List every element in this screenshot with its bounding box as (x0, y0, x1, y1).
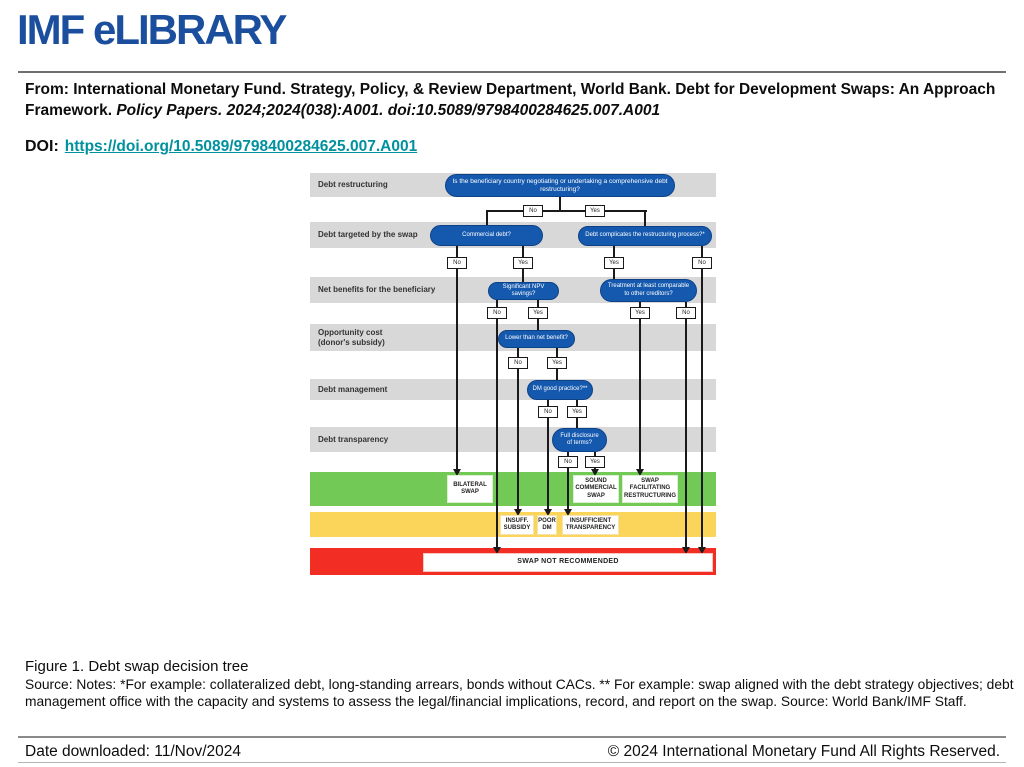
connector-line (487, 210, 647, 212)
row-label: Net benefits for the beneficiary (318, 285, 436, 294)
answer-yes: Yes (513, 257, 533, 269)
answer-yes: Yes (604, 257, 624, 269)
bottom-divider (18, 762, 1006, 763)
footer-divider (18, 736, 1006, 738)
band-debt-management: Debt management (310, 379, 716, 400)
citation: From: International Monetary Fund. Strat… (25, 79, 1017, 122)
row-label: Debt restructuring (318, 180, 388, 189)
arrow-down-icon (514, 509, 522, 516)
node-treatment-comparable: Treatment at least comparable to other c… (600, 279, 697, 302)
connector-line (486, 210, 488, 226)
band-debt-transparency: Debt transparency (310, 427, 716, 452)
arrow-down-icon (698, 547, 706, 554)
connector-line (547, 400, 549, 511)
connector-line (685, 302, 687, 549)
connector-line (567, 452, 569, 511)
outcome-sound-commercial-swap: SOUND COMMERCIAL SWAP (573, 475, 619, 503)
doi-link[interactable]: https://doi.org/10.5089/9798400284625.00… (64, 138, 418, 155)
outcome-poor-dm: POOR DM (537, 515, 557, 535)
outcome-insufficient-transparency: INSUFFICIENT TRANSPARENCY (562, 515, 619, 535)
node-debt-restructuring-question: Is the beneficiary country negotiating o… (445, 174, 675, 197)
node-lower-than-net-benefit: Lower than net benefit? (498, 330, 575, 348)
answer-no: No (523, 205, 543, 217)
citation-source-italic: Policy Papers. 2024;2024(038):A001. doi:… (116, 102, 661, 120)
outcome-insufficient-subsidy: INSUFF. SUBSIDY (500, 515, 534, 535)
row-label: Opportunity cost (donor's subsidy) (318, 327, 385, 347)
answer-no: No (447, 257, 467, 269)
answer-no: No (692, 257, 712, 269)
row-label: Debt transparency (318, 434, 389, 444)
outcome-swap-not-recommended: SWAP NOT RECOMMENDED (423, 553, 713, 572)
figure-caption: Figure 1. Debt swap decision tree (25, 658, 249, 675)
node-npv-savings: Significant NPV savings? (488, 282, 559, 300)
connector-line (701, 246, 703, 549)
figure-source-notes: Source: Notes: *For example: collaterali… (25, 677, 1014, 709)
imf-elibrary-logo: IMF eLIBRARY (17, 6, 287, 53)
answer-no: No (676, 307, 696, 319)
connector-line (644, 210, 646, 227)
copyright-notice: © 2024 International Monetary Fund All R… (607, 743, 1000, 760)
connector-line (496, 300, 498, 549)
node-full-disclosure: Full disclosure of terms? (552, 428, 607, 452)
arrow-down-icon (564, 509, 572, 516)
answer-yes: Yes (585, 456, 605, 468)
arrow-down-icon (493, 547, 501, 554)
answer-yes: Yes (567, 406, 587, 418)
connector-line (456, 246, 458, 471)
arrow-down-icon (453, 469, 461, 476)
answer-yes: Yes (528, 307, 548, 319)
arrow-down-icon (544, 509, 552, 516)
outcome-bilateral-swap: BILATERAL SWAP (447, 475, 493, 503)
arrow-down-icon (591, 469, 599, 476)
citation-text: From: International Monetary Fund. Strat… (25, 81, 996, 120)
figure-decision-tree: Debt restructuring Debt targeted by the … (310, 173, 716, 575)
connector-line (559, 197, 561, 211)
answer-no: No (538, 406, 558, 418)
date-downloaded: Date downloaded: 11/Nov/2024 (25, 743, 242, 760)
header-divider (18, 71, 1006, 73)
row-label: Debt targeted by the swap (318, 230, 418, 239)
answer-yes: Yes (630, 307, 650, 319)
answer-yes: Yes (547, 357, 567, 369)
answer-no: No (487, 307, 507, 319)
doi-line: DOI: https://doi.org/10.5089/979840028462… (25, 138, 417, 156)
answer-no: No (508, 357, 528, 369)
outcome-swap-facilitating-restructuring: SWAP FACILITATING RESTRUCTURING (622, 475, 678, 503)
row-label: Debt management (318, 384, 388, 394)
doi-label: DOI: (25, 138, 59, 155)
answer-no: No (558, 456, 578, 468)
connector-line (639, 302, 641, 471)
node-debt-complicates: Debt complicates the restructuring proce… (578, 226, 712, 246)
arrow-down-icon (636, 469, 644, 476)
node-commercial-debt: Commercial debt? (430, 225, 543, 246)
connector-line (517, 348, 519, 511)
arrow-down-icon (682, 547, 690, 554)
node-dm-good-practice: DM good practice?** (527, 380, 593, 400)
answer-yes: Yes (585, 205, 605, 217)
